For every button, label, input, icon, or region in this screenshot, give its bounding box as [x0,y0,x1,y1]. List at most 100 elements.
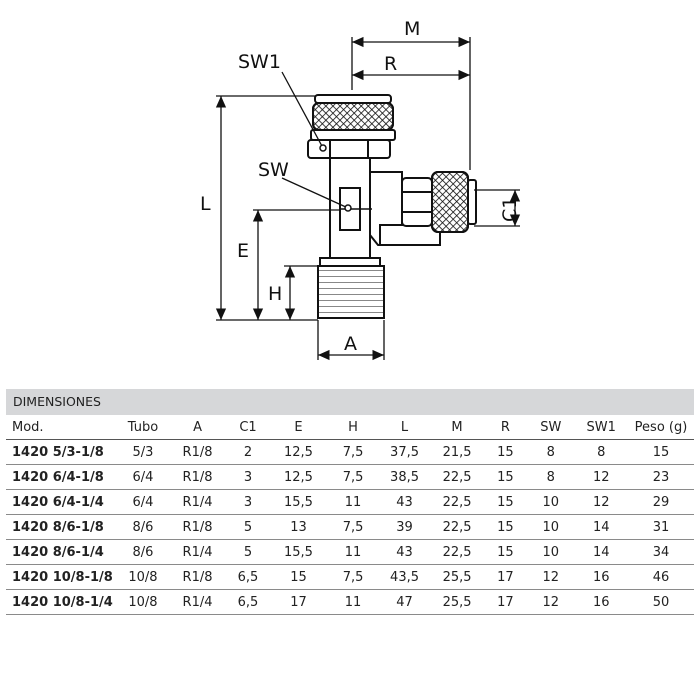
table-cell: 31 [627,514,694,540]
model-cell: 1420 10/8-1/8 [6,564,118,590]
table-cell: R1/4 [168,539,227,565]
table-cell: 15 [269,564,328,590]
table-cell: 39 [378,514,431,540]
table-cell: 21,5 [430,439,484,465]
table-cell: 8 [527,439,575,465]
label-r: R [384,53,397,75]
label-h: H [268,283,282,305]
table-cell: 15 [483,464,528,490]
table-cell: 7,5 [327,564,379,590]
table-cell: 10/8 [117,589,169,615]
table-cell: 11 [327,539,379,565]
table-cell: R1/4 [168,489,227,515]
table-cell: 15,5 [269,539,328,565]
table-cell: 10 [527,489,575,515]
column-header: H [327,415,379,440]
table-cell: 46 [627,564,694,590]
table-cell: R1/4 [168,589,227,615]
table-cell: 15 [483,489,528,515]
technical-drawing: SW1 SW M R L E H A C1 [200,18,521,361]
table-cell: 43 [378,539,431,565]
table-cell: 11 [327,589,379,615]
table-cell: 6/4 [117,464,169,490]
table-cell: 43 [378,489,431,515]
table-cell: 15 [483,539,528,565]
table-cell: 12 [527,589,575,615]
table-cell: 2 [226,439,270,465]
table-cell: 6,5 [226,589,270,615]
table-cell: 14 [574,539,628,565]
column-header: Mod. [6,415,118,440]
table-cell: 25,5 [430,564,484,590]
label-l: L [200,193,211,215]
table-cell: 8/6 [117,514,169,540]
table-cell: 14 [574,514,628,540]
model-cell: 1420 10/8-1/4 [6,589,118,615]
table-cell: 37,5 [378,439,431,465]
model-cell: 1420 8/6-1/4 [6,539,118,565]
column-header: A [168,415,227,440]
table-cell: 10 [527,514,575,540]
table-cell: 11 [327,489,379,515]
label-e: E [237,240,249,262]
table-cell: 12,5 [269,464,328,490]
table-cell: 12 [574,489,628,515]
table-cell: 15 [483,514,528,540]
label-c1: C1 [499,197,521,222]
table-cell: 6,5 [226,564,270,590]
table-cell: 12,5 [269,439,328,465]
table-cell: 15 [483,439,528,465]
table-cell: 16 [574,589,628,615]
table-cell: 15 [627,439,694,465]
table-cell: 10 [527,539,575,565]
table-cell: 17 [483,564,528,590]
model-cell: 1420 5/3-1/8 [6,439,118,465]
table-cell: 23 [627,464,694,490]
table-cell: 22,5 [430,464,484,490]
label-sw1: SW1 [238,51,281,73]
table-cell: 3 [226,464,270,490]
table-cell: R1/8 [168,439,227,465]
label-sw: SW [258,159,289,181]
column-header: Peso (g) [627,415,694,440]
table-cell: 50 [627,589,694,615]
label-a: A [344,333,357,355]
table-cell: 10/8 [117,564,169,590]
model-cell: 1420 6/4-1/4 [6,489,118,515]
table-cell: R1/8 [168,564,227,590]
table-cell: 22,5 [430,514,484,540]
table-cell: 22,5 [430,489,484,515]
table-cell: 22,5 [430,539,484,565]
model-cell: 1420 6/4-1/8 [6,464,118,490]
column-header: SW [527,415,575,440]
column-header: SW1 [574,415,628,440]
dimension-lines [215,36,521,361]
table-cell: R1/8 [168,464,227,490]
table-cell: 8 [527,464,575,490]
table-cell: 43,5 [378,564,431,590]
table-cell: 15,5 [269,489,328,515]
table-cell: 5 [226,514,270,540]
table-title: DIMENSIONES [6,389,694,415]
table-cell: 47 [378,589,431,615]
table-cell: R1/8 [168,514,227,540]
column-header: C1 [226,415,270,440]
table-cell: 25,5 [430,589,484,615]
fitting-body [307,94,477,319]
table-cell: 5/3 [117,439,169,465]
table-cell: 17 [483,589,528,615]
table-cell: 8/6 [117,539,169,565]
table-cell: 5 [226,539,270,565]
table-cell: 16 [574,564,628,590]
table-cell: 7,5 [327,464,379,490]
table-cell: 3 [226,489,270,515]
table-cell: 8 [574,439,628,465]
table-cell: 12 [574,464,628,490]
